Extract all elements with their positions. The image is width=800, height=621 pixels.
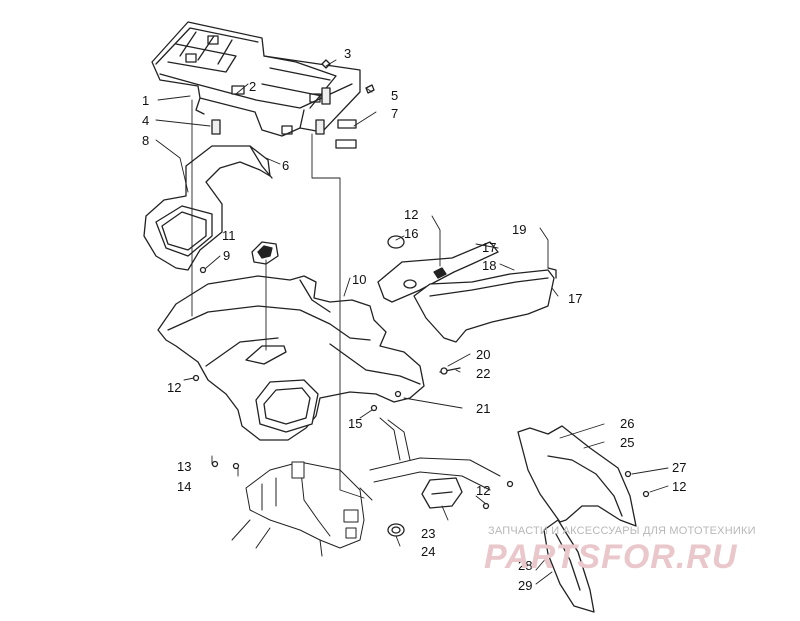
callout-21: 21 (476, 401, 490, 416)
callout-12-top: 12 (404, 207, 418, 222)
rear-rack (151, 21, 361, 137)
callout-labels: 1 2 3 4 5 6 7 8 9 10 11 12 12 12 12 13 1… (142, 46, 686, 593)
callout-1: 1 (142, 93, 149, 108)
callout-23: 23 (421, 526, 435, 541)
callout-18: 18 (482, 258, 496, 273)
callout-7: 7 (391, 106, 398, 121)
callout-11: 11 (222, 228, 236, 243)
frame-section (231, 461, 365, 557)
callout-17-top: 17 (482, 240, 496, 255)
callout-12-right: 12 (672, 479, 686, 494)
callout-2: 2 (249, 79, 256, 94)
callout-9: 9 (223, 248, 230, 263)
callout-15: 15 (348, 416, 362, 431)
callout-28: 28 (518, 558, 532, 573)
callout-12-center: 12 (476, 483, 490, 498)
callout-6: 6 (282, 158, 289, 173)
splash-guard (517, 425, 637, 613)
side-panel-assembly (377, 235, 557, 343)
callout-16: 16 (404, 226, 418, 241)
callout-25: 25 (620, 435, 634, 450)
callout-14: 14 (177, 479, 191, 494)
callout-17-right: 17 (568, 291, 582, 306)
callout-12-left: 12 (167, 380, 181, 395)
callout-29: 29 (518, 578, 532, 593)
callout-13: 13 (177, 459, 191, 474)
callout-26: 26 (620, 416, 634, 431)
callout-24: 24 (421, 544, 435, 559)
callout-8: 8 (142, 133, 149, 148)
watermark-tagline: ЗАПЧАСТИ И АКСЕССУАРЫ ДЛЯ МОТОТЕХНИКИ (488, 525, 756, 537)
callout-22: 22 (476, 366, 490, 381)
callout-20: 20 (476, 347, 490, 362)
callout-10: 10 (352, 272, 366, 287)
callout-27: 27 (672, 460, 686, 475)
frame-tubes (359, 417, 501, 501)
callout-4: 4 (142, 113, 149, 128)
watermark-logo: PARTSFOR.RU (484, 538, 738, 576)
leader-lines (155, 59, 669, 585)
rear-fender-side (143, 145, 273, 271)
callout-5: 5 (391, 88, 398, 103)
callout-3: 3 (344, 46, 351, 61)
callout-19: 19 (512, 222, 526, 237)
rear-fender-body (157, 275, 425, 441)
